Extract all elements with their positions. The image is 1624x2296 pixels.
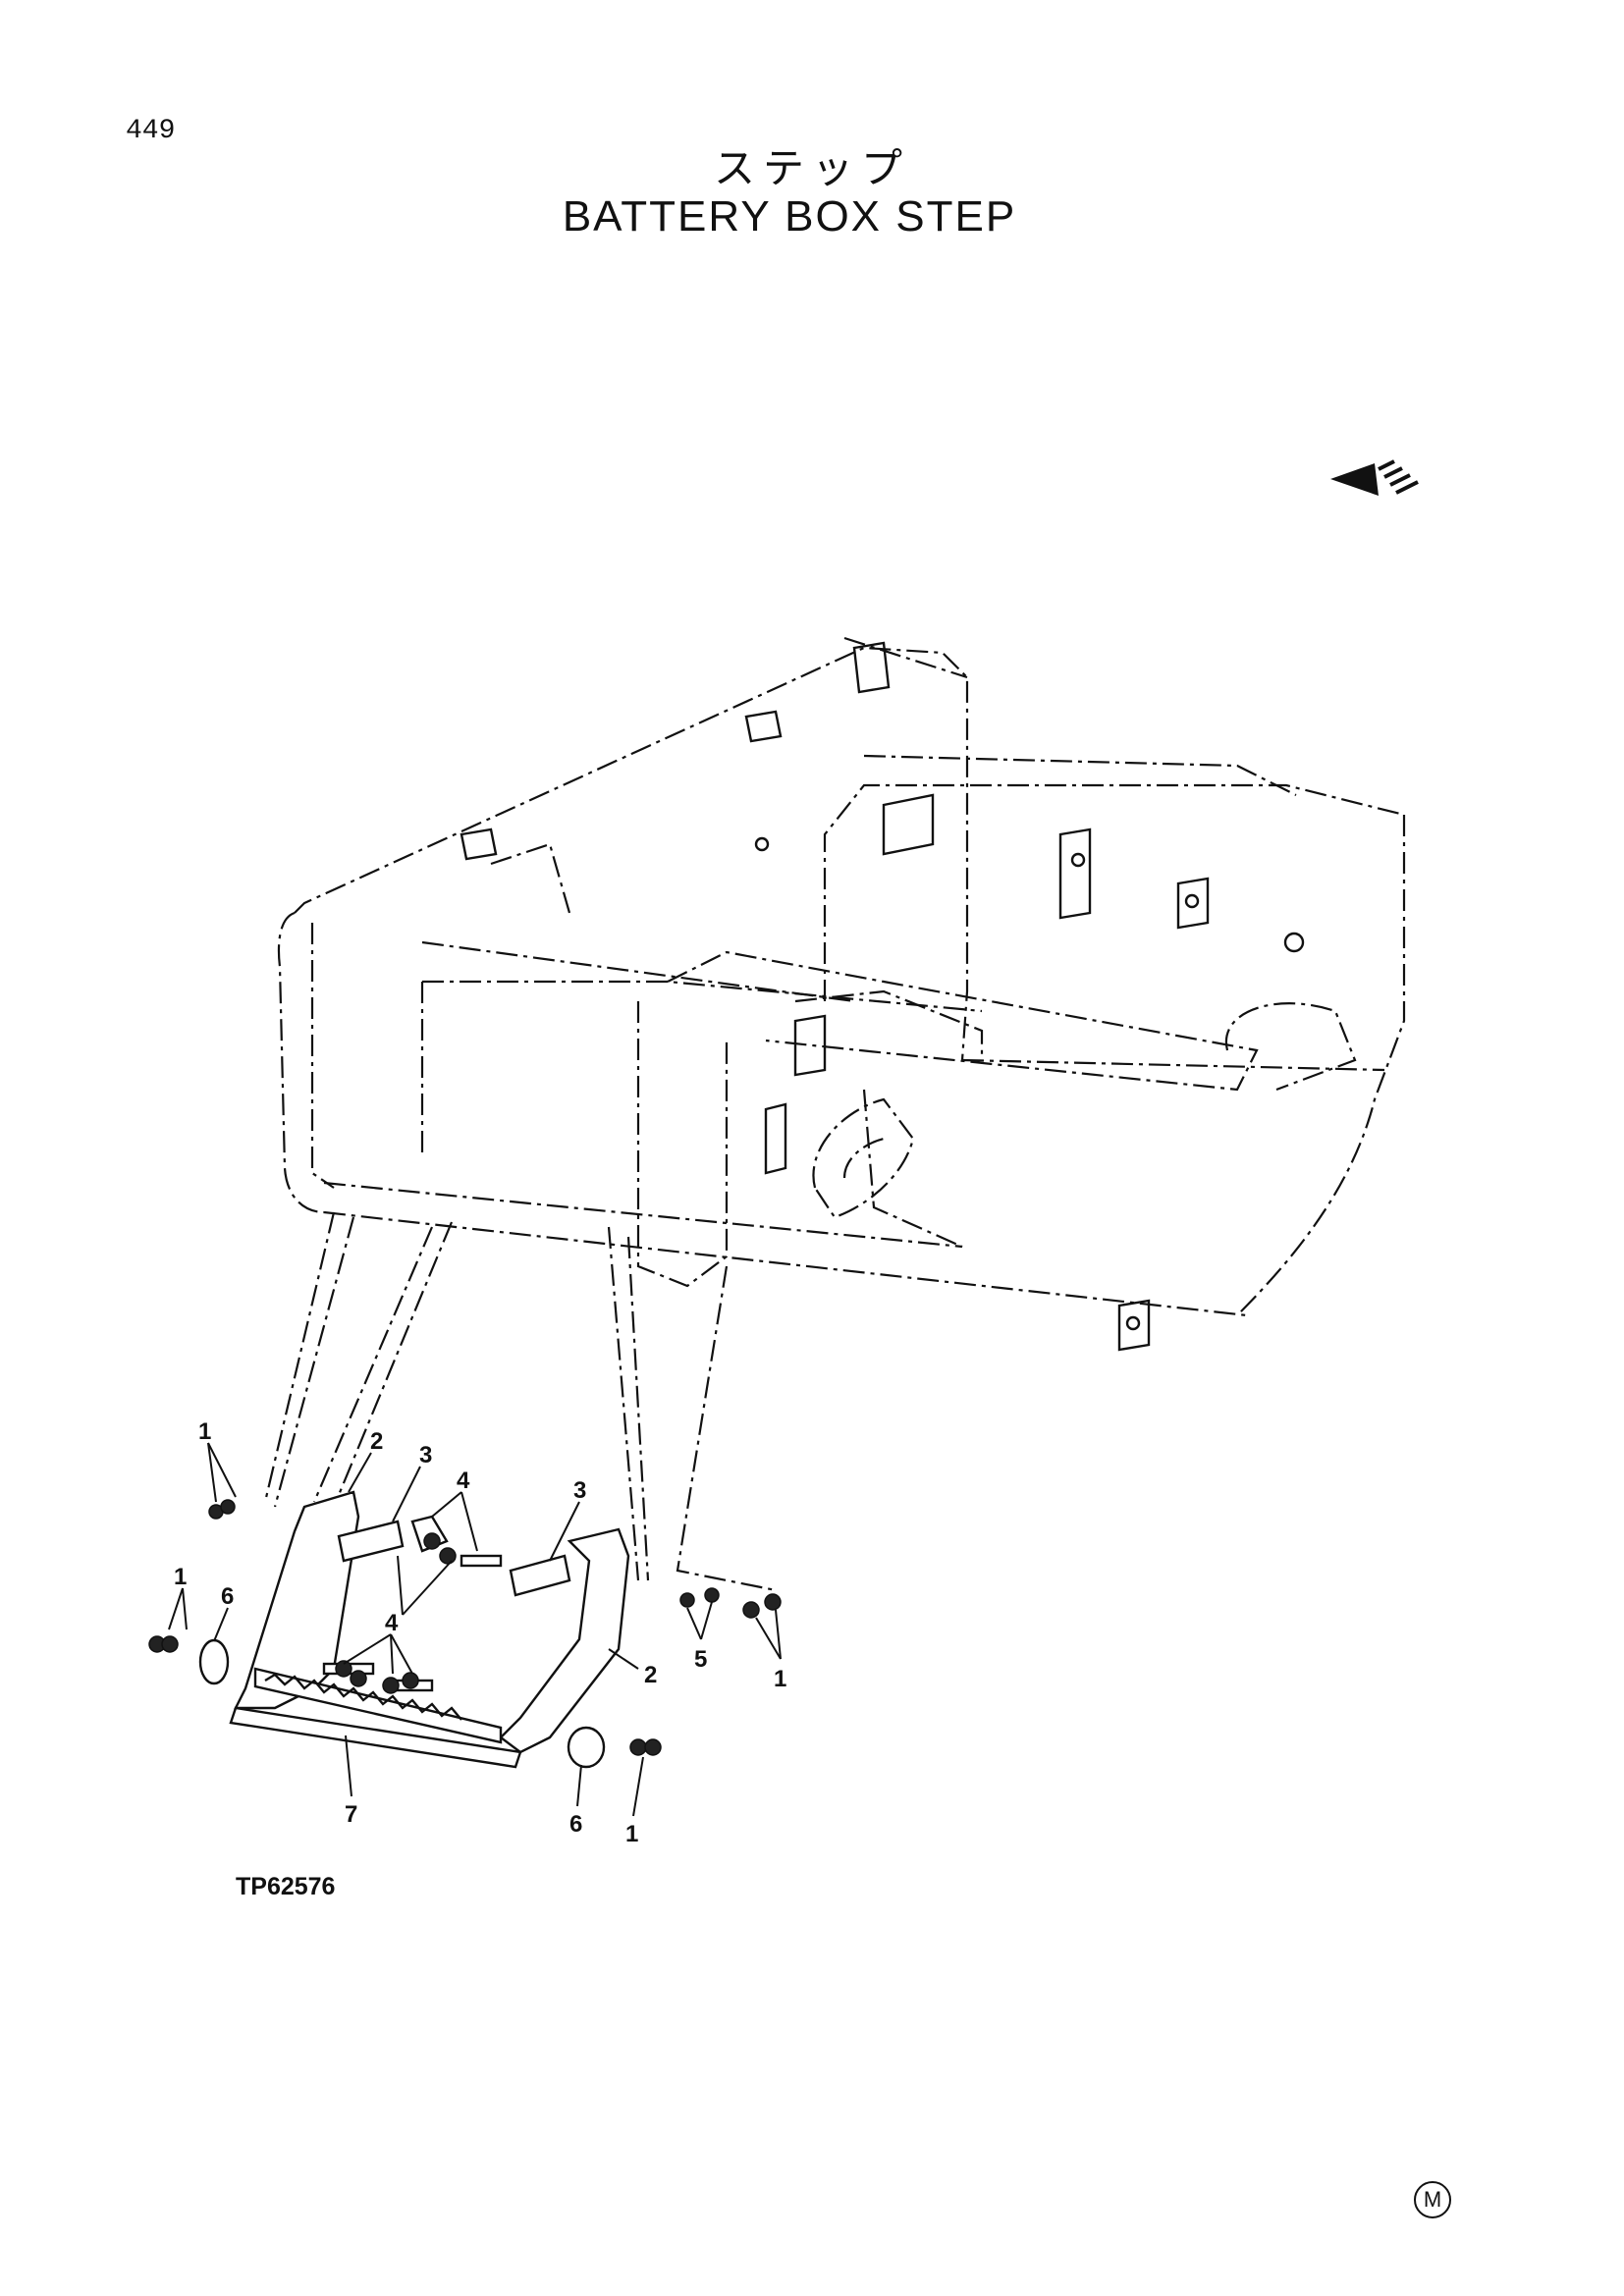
callout-3b: 3 bbox=[573, 1477, 586, 1504]
callout-5: 5 bbox=[694, 1646, 707, 1673]
callout-6b: 6 bbox=[569, 1811, 582, 1838]
circled-m-mark-icon: M bbox=[1414, 2181, 1451, 2218]
callout-3: 3 bbox=[419, 1442, 432, 1468]
mounting-phantom-legs bbox=[263, 1211, 777, 1592]
callout-6: 6 bbox=[221, 1583, 234, 1610]
callout-7: 7 bbox=[345, 1801, 357, 1828]
leader-lines bbox=[168, 1442, 782, 1817]
callout-1d: 1 bbox=[625, 1821, 638, 1847]
step-assembly bbox=[148, 1490, 782, 1769]
title-english: BATTERY BOX STEP bbox=[562, 192, 1017, 240]
callout-4: 4 bbox=[457, 1468, 470, 1494]
page-number: 449 bbox=[126, 116, 176, 146]
callout-2b: 2 bbox=[644, 1662, 657, 1688]
callout-labels: 1 2 3 4 3 1 6 4 2 5 1 7 6 1 bbox=[174, 1418, 786, 1847]
callout-1b: 1 bbox=[174, 1564, 187, 1590]
callout-2: 2 bbox=[370, 1428, 383, 1455]
frame-phantom-outline bbox=[277, 636, 1406, 1352]
figure-code: TP62576 bbox=[236, 1873, 336, 1900]
title-japanese: ステップ bbox=[713, 144, 910, 192]
front-direction-arrow-icon bbox=[1330, 459, 1419, 496]
callout-1: 1 bbox=[198, 1418, 211, 1445]
callout-1c: 1 bbox=[774, 1666, 786, 1692]
callout-4b: 4 bbox=[385, 1610, 399, 1636]
